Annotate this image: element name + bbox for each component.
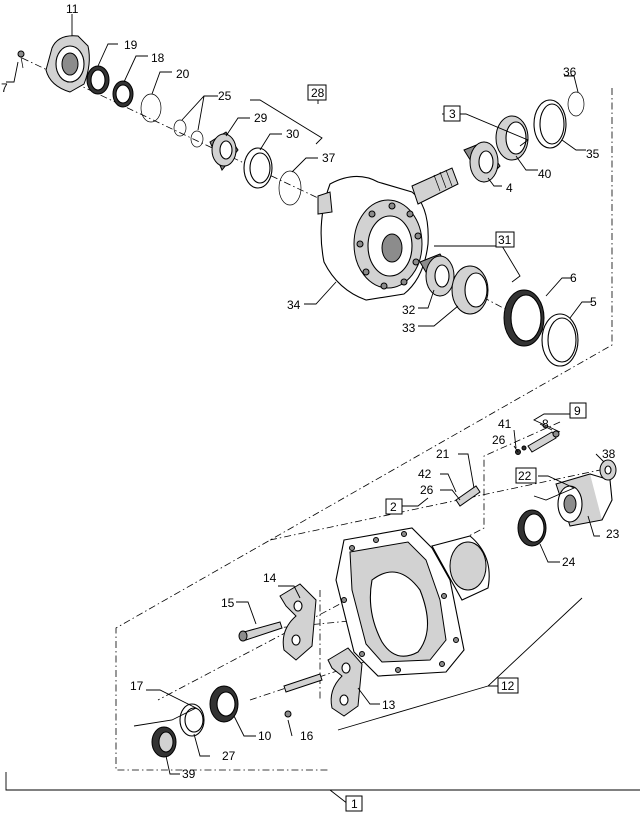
callout-39: 39 (182, 767, 196, 781)
part-29-bearing (209, 131, 239, 171)
part-12-housing (335, 527, 490, 677)
callout-7: 7 (1, 81, 8, 95)
callout-32: 32 (402, 303, 416, 317)
boxed-callouts (307, 84, 587, 812)
part-10-seal (209, 685, 239, 723)
part-15-bolt (238, 621, 283, 642)
callout-18: 18 (151, 51, 165, 65)
callout-15: 15 (221, 596, 235, 610)
callout-5: 5 (590, 295, 597, 309)
part-39-bearing (151, 726, 177, 758)
callout-24: 24 (562, 555, 576, 569)
box-12 (497, 677, 519, 694)
callout-13: 13 (382, 698, 396, 712)
callout-41: 41 (498, 417, 512, 431)
part-40-cup (495, 115, 529, 161)
callout-12: 12 (501, 679, 515, 693)
callout-31: 31 (498, 233, 512, 247)
callout-40: 40 (538, 167, 552, 181)
part-37-ring (278, 170, 302, 206)
callout-38: 38 (602, 447, 616, 461)
box-31 (495, 231, 515, 248)
part-8-valve (527, 430, 560, 453)
callout-16: 16 (300, 729, 314, 743)
callout-17: 17 (130, 679, 144, 693)
callout-1: 1 (351, 797, 358, 811)
callout-9: 9 (574, 404, 581, 418)
box-28 (307, 84, 327, 101)
callout-26-upper: 26 (492, 433, 506, 447)
part-30-ring (243, 147, 273, 189)
part-7-screw (17, 50, 25, 69)
callout-35: 35 (586, 147, 600, 161)
callout-6: 6 (570, 271, 577, 285)
part-25-rings (173, 119, 204, 148)
callout-37: 37 (322, 151, 336, 165)
callout-36: 36 (563, 65, 577, 79)
callout-29: 29 (254, 111, 268, 125)
callout-25: 25 (218, 89, 232, 103)
callout-20: 20 (176, 67, 190, 81)
part-shaft (411, 167, 459, 205)
leader-lines (5, 14, 640, 805)
callout-14: 14 (263, 571, 277, 585)
part-20-ring (140, 93, 162, 123)
callout-19: 19 (124, 38, 138, 52)
part-34-differential (317, 175, 429, 301)
callout-11: 11 (66, 2, 79, 16)
callout-3: 3 (449, 107, 456, 121)
part-38-washer (599, 459, 617, 481)
callout-28: 28 (311, 86, 325, 100)
callout-34: 34 (287, 298, 301, 312)
part-5-ring (541, 313, 579, 367)
part-18-seal (112, 80, 134, 108)
callout-27: 27 (222, 749, 236, 763)
assembly-center-lines (21, 57, 613, 771)
callout-22: 22 (518, 469, 532, 483)
callout-42: 42 (418, 467, 432, 481)
part-16-pin (283, 673, 323, 718)
callout-2: 2 (390, 500, 397, 514)
callout-23: 23 (606, 527, 620, 541)
part-4-bearing (463, 141, 501, 183)
callout-4: 4 (506, 181, 513, 195)
callout-21: 21 (436, 447, 450, 461)
part-6-ring (503, 289, 545, 347)
part-13-bracket (327, 647, 363, 717)
part-14-bracket (279, 583, 317, 661)
box-22 (515, 467, 537, 484)
part-32-bearing (419, 253, 457, 297)
callout-30: 30 (286, 127, 300, 141)
part-24-seal (517, 509, 547, 547)
part-35-ring (533, 99, 567, 149)
callout-33: 33 (402, 321, 416, 335)
housing-bolts (341, 531, 459, 673)
box-9 (569, 402, 587, 419)
box-3 (443, 105, 461, 122)
part-33-cup (451, 265, 489, 315)
box-2 (385, 498, 403, 515)
callout-labels: 11 7 19 18 20 25 29 30 37 28 34 3 36 35 … (1, 2, 620, 811)
box-1 (345, 795, 363, 812)
part-23-yoke (555, 473, 613, 527)
differential-bolts (356, 202, 422, 290)
part-19-seal (86, 65, 110, 95)
part-27-ring (179, 703, 205, 737)
part-21-fitting (455, 485, 481, 507)
part-11-cover (45, 35, 90, 93)
callout-10: 10 (258, 729, 272, 743)
callout-26-lower: 26 (420, 483, 434, 497)
part-36-ring (567, 91, 585, 117)
callout-8: 8 (542, 417, 549, 431)
